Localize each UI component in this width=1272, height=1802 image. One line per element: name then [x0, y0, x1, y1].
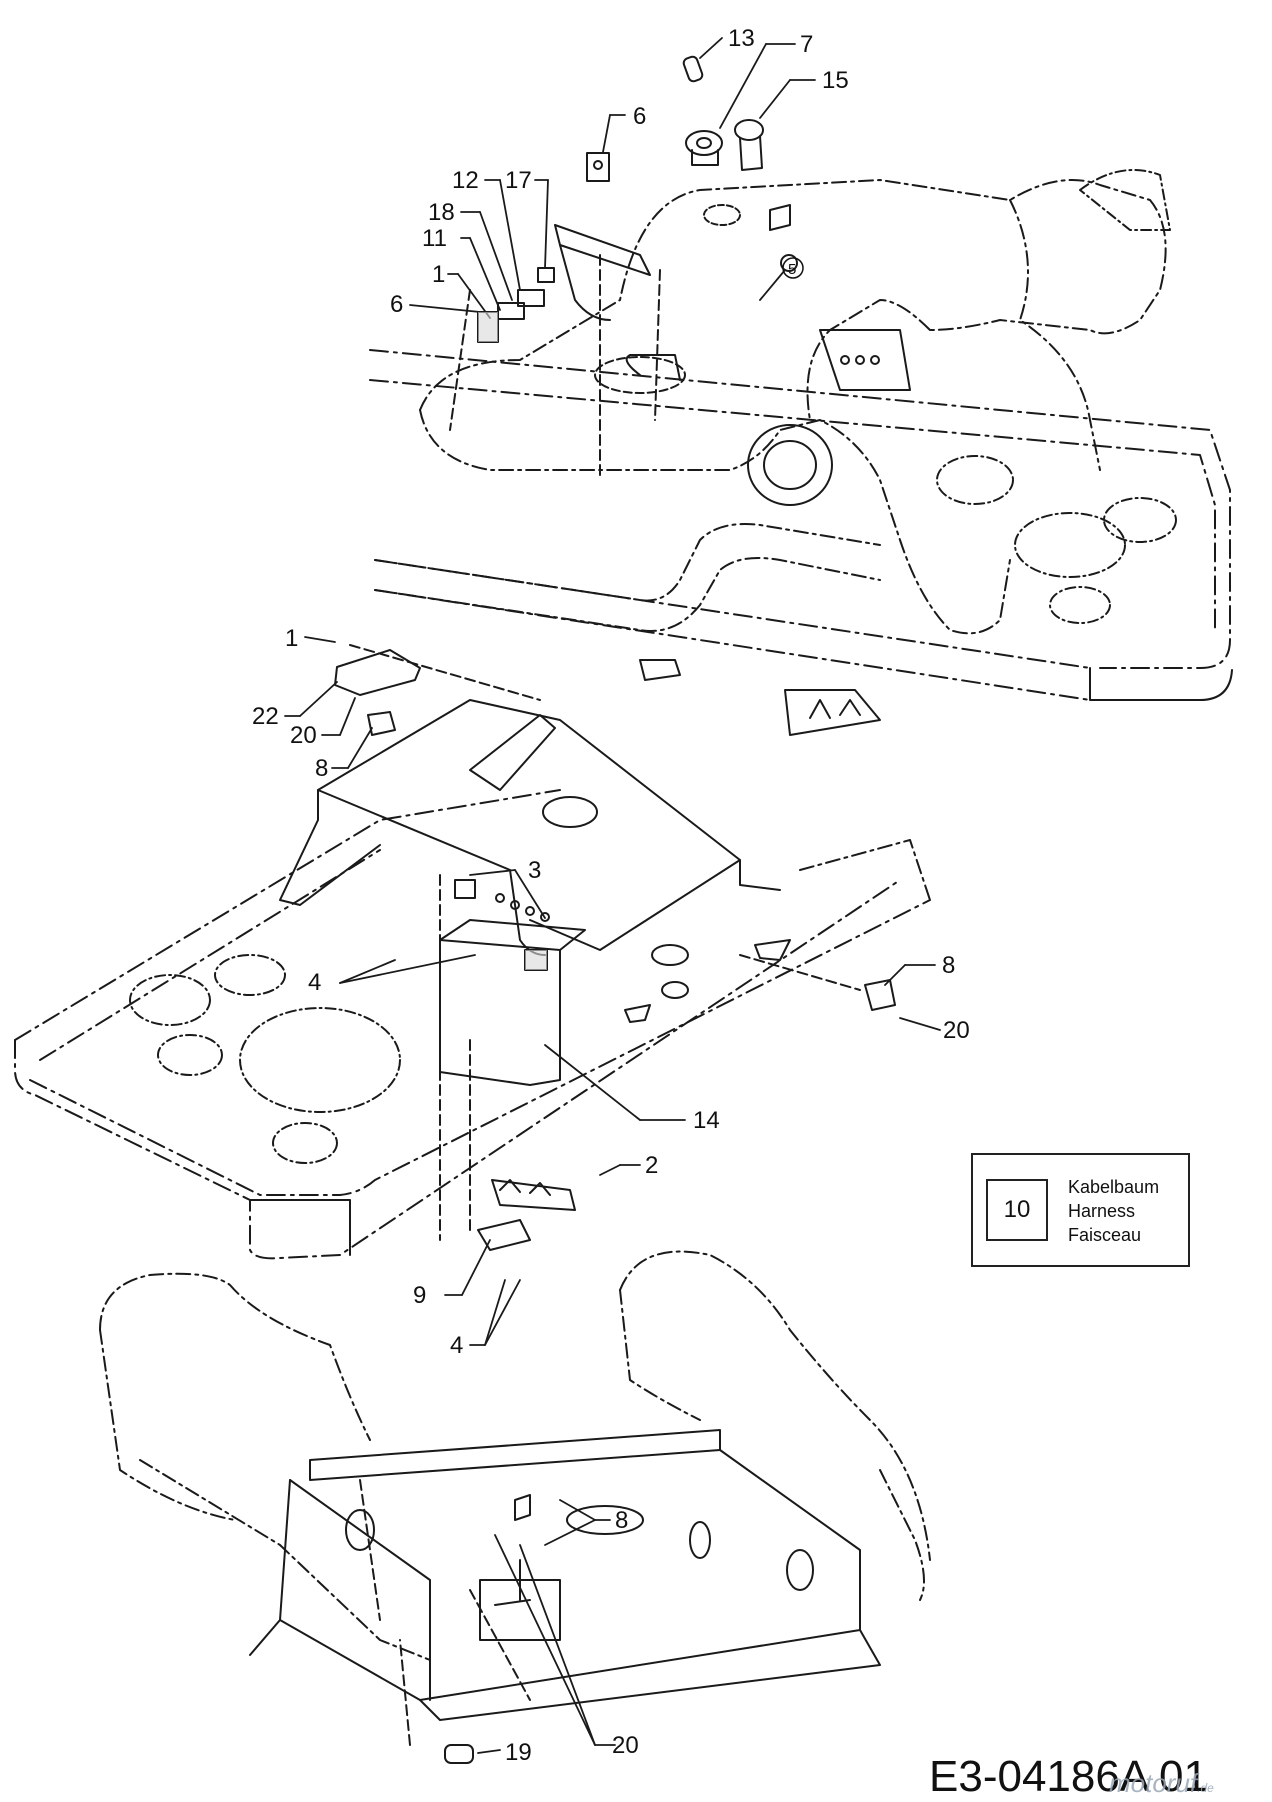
- callout-17: 17: [505, 167, 532, 194]
- callout-8: 8: [615, 1507, 628, 1534]
- callout-14: 14: [693, 1107, 720, 1134]
- callout-13: 13: [728, 25, 755, 52]
- callout-9: 9: [413, 1282, 426, 1309]
- switch-parts-top: [477, 55, 798, 343]
- callout-5-circled: 5: [782, 257, 804, 279]
- callout-3: 3: [528, 857, 541, 884]
- callout-8: 8: [942, 952, 955, 979]
- callout-5: 5: [788, 261, 796, 278]
- callout-20: 20: [612, 1732, 639, 1759]
- watermark-suffix: .de: [1197, 1781, 1214, 1795]
- legend-label-fr: Faisceau: [1068, 1225, 1142, 1245]
- callout-19: 19: [505, 1739, 532, 1766]
- callout-4: 4: [308, 969, 321, 996]
- callout-labels: 13 7 15 6 12 17 18 11 1 6 5 1 22 20 8 3 …: [252, 25, 970, 1766]
- callout-8: 8: [315, 755, 328, 782]
- drawing-code: E3-04186A 01: [929, 1752, 1208, 1801]
- callout-6: 6: [390, 291, 403, 318]
- callout-2: 2: [645, 1152, 658, 1179]
- watermark-logo: motoruf.de: [1109, 1768, 1214, 1799]
- callout-22: 22: [252, 703, 279, 730]
- callout-1: 1: [432, 261, 445, 288]
- shaded-fills: [478, 312, 547, 970]
- callout-15: 15: [822, 67, 849, 94]
- callout-leaders: [284, 37, 941, 1754]
- middle-frame-assembly: [14, 644, 931, 1260]
- callout-1: 1: [285, 625, 298, 652]
- callout-20: 20: [290, 722, 317, 749]
- harness-legend-box: 10 Kabelbaum Harness Faisceau: [971, 1153, 1190, 1267]
- watermark-text: motoruf: [1109, 1768, 1198, 1798]
- legend-part-number: 10: [986, 1179, 1048, 1241]
- callout-11: 11: [422, 225, 447, 252]
- callout-12: 12: [452, 167, 479, 194]
- callout-6: 6: [633, 103, 646, 130]
- lower-fender-assembly: [99, 1250, 931, 1764]
- callout-7: 7: [800, 31, 813, 58]
- callout-4: 4: [450, 1332, 463, 1359]
- callout-18: 18: [428, 199, 455, 226]
- upper-frame-assembly: [369, 169, 1233, 736]
- legend-labels: Kabelbaum Harness Faisceau: [1068, 1175, 1159, 1247]
- legend-label-en: Harness: [1068, 1201, 1136, 1221]
- callout-20: 20: [943, 1017, 970, 1044]
- legend-label-de: Kabelbaum: [1068, 1177, 1160, 1197]
